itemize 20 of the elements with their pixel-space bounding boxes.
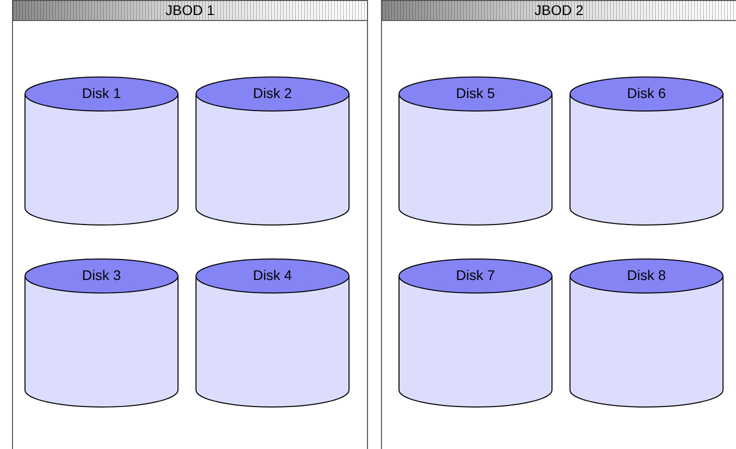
disk-cylinder: [195, 258, 350, 408]
disk-label: Disk 2: [253, 85, 292, 101]
disk-label: Disk 8: [627, 267, 666, 283]
disk-cylinder: [398, 258, 553, 408]
enclosure-panel: [381, 0, 736, 449]
panel-title: JBOD 1: [13, 1, 367, 21]
disk-cylinder: [24, 76, 179, 226]
panel-title: JBOD 2: [382, 1, 736, 21]
disk-cylinder: [569, 258, 724, 408]
disk-label: Disk 1: [82, 85, 121, 101]
disk-label: Disk 3: [82, 267, 121, 283]
disk-cylinder: [398, 76, 553, 226]
disk-cylinder: [24, 258, 179, 408]
disk-label: Disk 5: [456, 85, 495, 101]
disk-label: Disk 6: [627, 85, 666, 101]
disk-label: Disk 7: [456, 267, 495, 283]
disk-label: Disk 4: [253, 267, 292, 283]
disk-cylinder: [195, 76, 350, 226]
enclosure-panel: [12, 0, 368, 449]
disk-cylinder: [569, 76, 724, 226]
